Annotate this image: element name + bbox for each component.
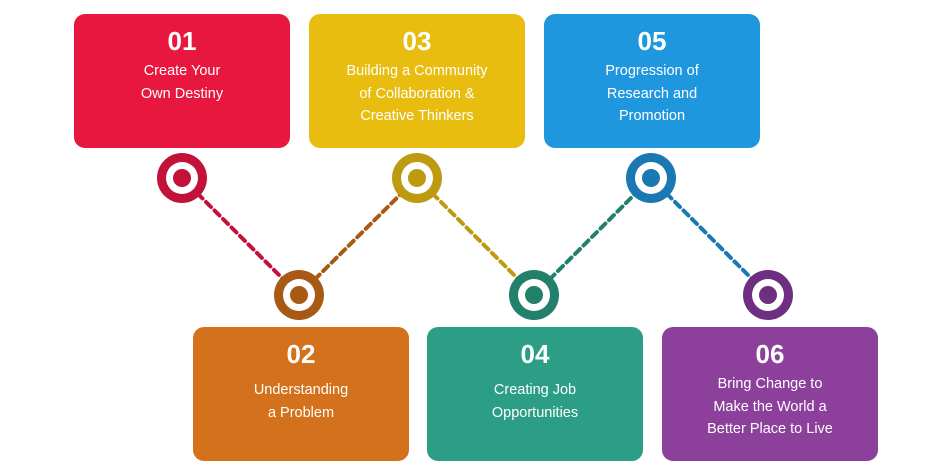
target-node-dot bbox=[408, 169, 426, 187]
dashed-connector bbox=[547, 191, 638, 282]
dashed-connector bbox=[430, 191, 521, 282]
step-number: 02 bbox=[286, 339, 316, 369]
step-number: 05 bbox=[637, 26, 667, 56]
target-node-dot bbox=[642, 169, 660, 187]
step-number: 03 bbox=[402, 26, 432, 56]
target-node-dot bbox=[290, 286, 308, 304]
step-number: 04 bbox=[520, 339, 550, 369]
target-node-dot bbox=[173, 169, 191, 187]
step-number: 01 bbox=[167, 26, 197, 56]
dashed-connector bbox=[312, 191, 404, 282]
dashed-connector bbox=[195, 191, 286, 282]
step-number: 06 bbox=[755, 339, 785, 369]
target-node-dot bbox=[759, 286, 777, 304]
target-node-dot bbox=[525, 286, 543, 304]
dashed-connector bbox=[664, 191, 755, 282]
